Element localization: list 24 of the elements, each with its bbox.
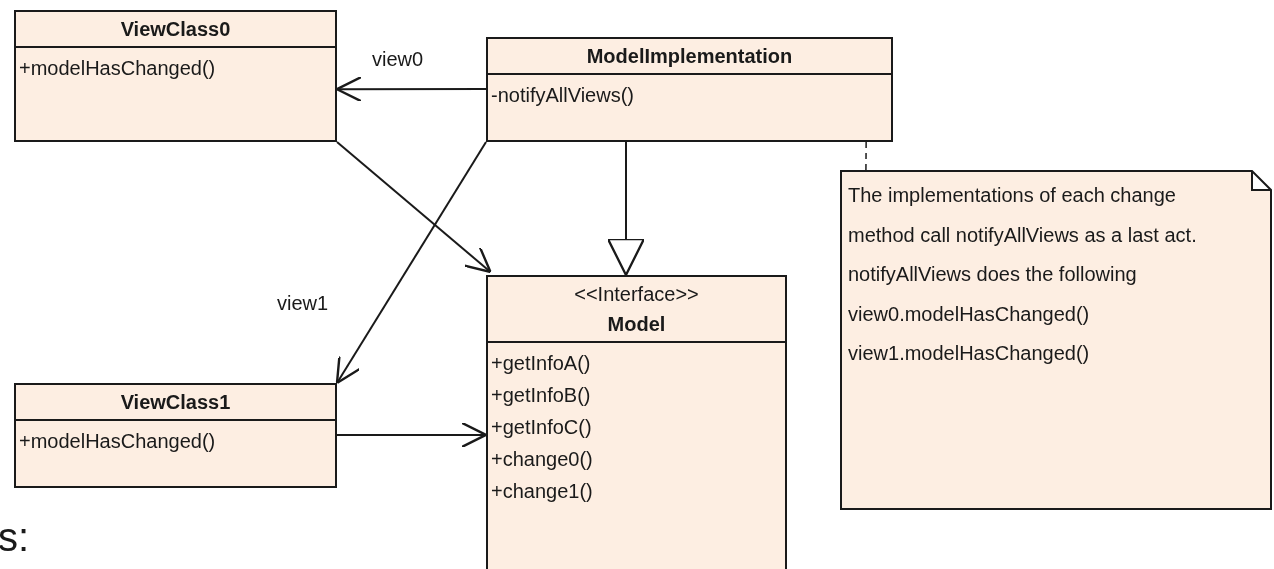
- class-name: ViewClass0: [119, 17, 232, 42]
- method-label: +change1(): [491, 479, 594, 504]
- class-name: ModelImplementation: [585, 44, 794, 69]
- method-label: +getInfoB(): [491, 383, 592, 408]
- class-name: ViewClass1: [119, 390, 232, 415]
- class-box: [486, 37, 893, 142]
- method-label: -notifyAllViews(): [491, 83, 635, 108]
- method-label: +modelHasChanged(): [19, 56, 217, 81]
- class-box: [14, 10, 337, 142]
- note-text: The implementations of each change method call notifyAllViews as a last act. notifyAllViews does the following view0.modelHasChanged() view1.modelHasChanged(): [848, 183, 1198, 366]
- arrow: [335, 141, 487, 385]
- arrow: [336, 421, 488, 449]
- class-box: [486, 275, 787, 569]
- note-box: [840, 170, 1272, 510]
- method-label: +modelHasChanged(): [19, 429, 217, 454]
- class-name: Model: [606, 312, 667, 337]
- arrow: [336, 141, 492, 274]
- stereotype-label: <<Interface>>: [573, 282, 700, 307]
- method-label: +getInfoA(): [491, 351, 592, 376]
- method-label: +getInfoC(): [491, 415, 593, 440]
- class-box: [14, 383, 337, 488]
- generalization-arrow: [606, 141, 646, 277]
- method-label: +change0(): [491, 447, 594, 472]
- connector-line: [865, 141, 867, 171]
